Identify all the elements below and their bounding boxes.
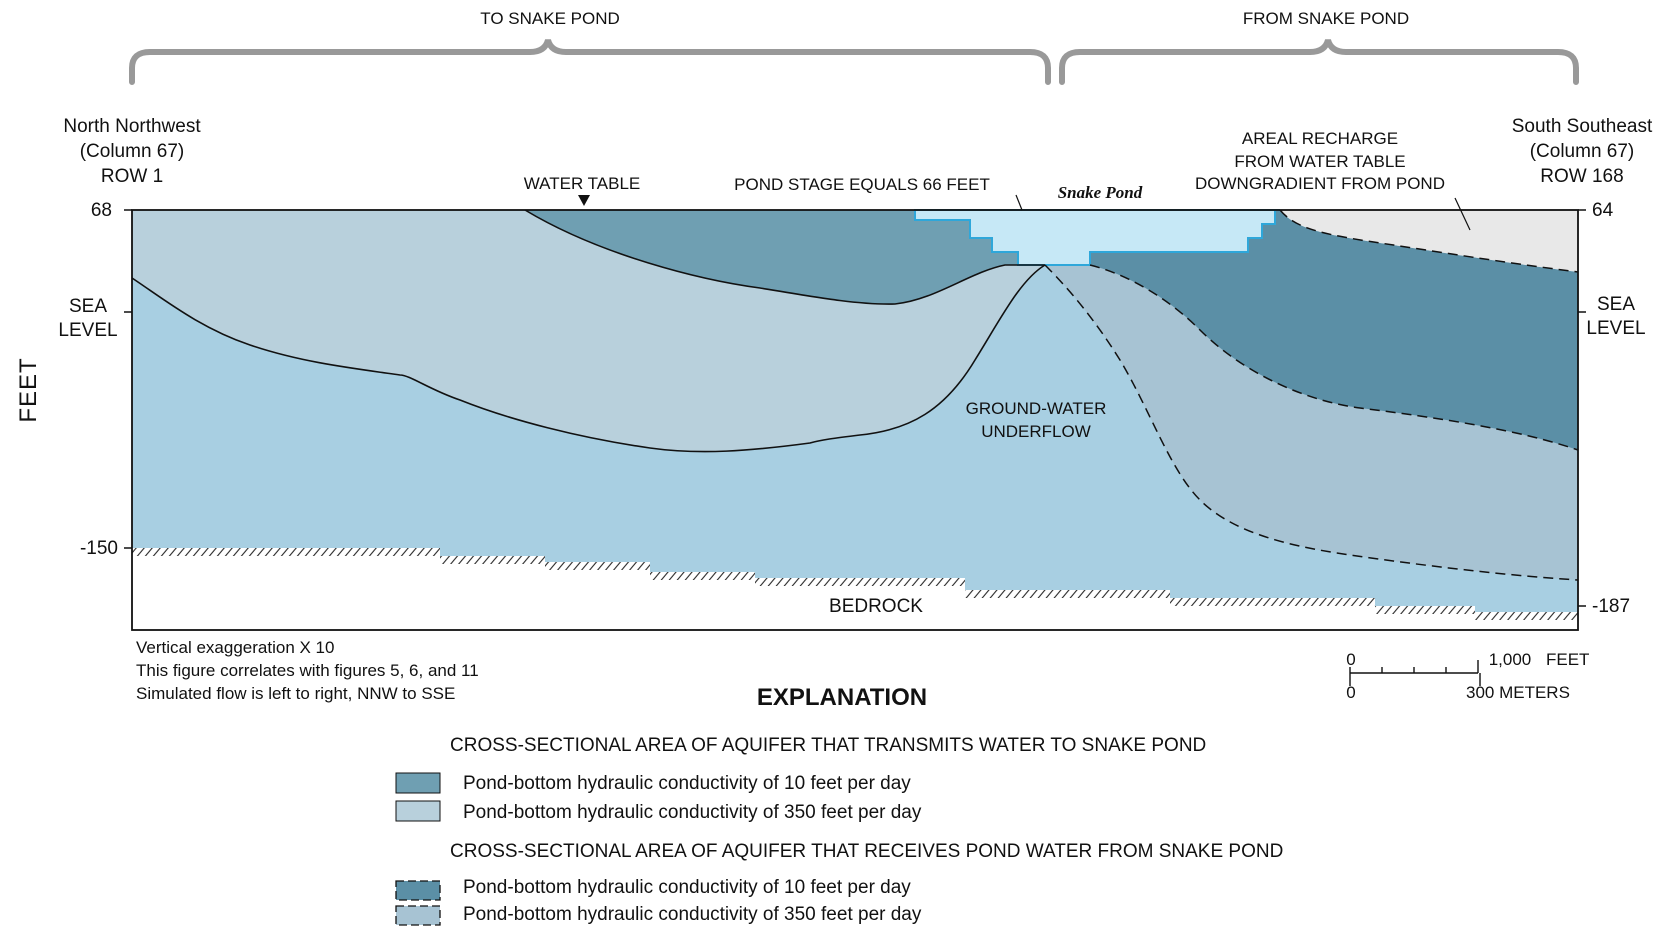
areal-recharge-label-3: DOWNGRADIENT FROM POND <box>1195 174 1445 193</box>
bracket-label-from-snake-pond: FROM SNAKE POND <box>1243 9 1409 28</box>
legend-swatch-from-pond-k350 <box>395 905 441 926</box>
legend-swatch-to-pond-k350 <box>395 800 441 822</box>
bracket-from-snake-pond <box>1059 39 1579 85</box>
flow-divide-line-to-pond <box>131 264 1046 453</box>
right-axis-top-value: 64 <box>1592 200 1614 221</box>
bedrock-area <box>132 548 1578 630</box>
pond-stage-label: POND STAGE EQUALS 66 FEET <box>734 175 990 194</box>
left-axis-bottom-value: -150 <box>80 538 118 559</box>
right-end-column: (Column 67) <box>1530 141 1635 162</box>
explanation-title: EXPLANATION <box>757 684 927 711</box>
scale-meters-value: 300 METERS <box>1466 683 1570 702</box>
from-pond-k350-area <box>1045 265 1578 580</box>
left-axis-top-value: 68 <box>91 200 112 221</box>
left-end-direction: North Northwest <box>63 116 201 137</box>
left-end-row: ROW 1 <box>101 166 163 187</box>
scale-bar: 0 1,000 FEET 0 300 METERS <box>1346 650 1589 702</box>
bedrock-hatch <box>132 548 1578 620</box>
pond-stage-leader <box>1015 194 1023 211</box>
scale-feet-value: 1,000 <box>1489 650 1532 669</box>
legend-label-from-pond-k350: Pond-bottom hydraulic conductivity of 35… <box>463 904 922 925</box>
left-axis-sea-level-1: SEA <box>69 296 107 317</box>
scale-meters-zero: 0 <box>1346 683 1355 702</box>
right-axis-sea-level-1: SEA <box>1597 294 1635 315</box>
scale-feet-zero: 0 <box>1346 650 1355 669</box>
left-axis-title: FEET <box>15 357 42 422</box>
areal-recharge-leader <box>1454 197 1471 231</box>
legend-swatch-to-pond-k10 <box>395 772 441 794</box>
right-axis-bottom-value: -187 <box>1592 596 1630 617</box>
legend-label-from-pond-k10: Pond-bottom hydraulic conductivity of 10… <box>463 877 911 898</box>
underflow-label-2: UNDERFLOW <box>981 422 1091 441</box>
right-axis-sea-level-2: LEVEL <box>1586 318 1645 339</box>
water-table-label: WATER TABLE <box>524 174 641 193</box>
flow-divide-line-from-pond-k350 <box>1044 264 1579 581</box>
from-pond-k10-area <box>1090 210 1578 450</box>
cross-section-body <box>132 209 1578 630</box>
explanation-section1-title: CROSS-SECTIONAL AREA OF AQUIFER THAT TRA… <box>450 735 1206 756</box>
areal-recharge-label-1: AREAL RECHARGE <box>1242 129 1398 148</box>
to-pond-k350-area <box>132 210 1045 452</box>
right-end-row: ROW 168 <box>1540 166 1623 187</box>
scale-feet-unit: FEET <box>1546 650 1589 669</box>
legend-label-to-pond-k350: Pond-bottom hydraulic conductivity of 35… <box>463 802 922 823</box>
note-figure-correlation: This figure correlates with figures 5, 6… <box>136 661 479 680</box>
bedrock-label: BEDROCK <box>829 596 923 617</box>
bracket-to-snake-pond <box>129 39 1051 85</box>
flow-divide-line-from-pond-k10 <box>1089 264 1579 451</box>
snake-pond-label: Snake Pond <box>1058 183 1143 202</box>
right-end-direction: South Southeast <box>1512 116 1653 137</box>
note-flow-direction: Simulated flow is left to right, NNW to … <box>136 684 455 703</box>
left-axis-sea-level-2: LEVEL <box>58 320 117 341</box>
underflow-label-1: GROUND-WATER <box>966 399 1107 418</box>
areal-recharge-area <box>1280 210 1578 272</box>
water-table-marker-icon <box>578 195 590 206</box>
to-pond-k10-area <box>525 210 1018 305</box>
explanation-section2-title: CROSS-SECTIONAL AREA OF AQUIFER THAT REC… <box>450 841 1283 862</box>
note-vertical-exaggeration: Vertical exaggeration X 10 <box>136 638 334 657</box>
cross-section-frame <box>131 209 1579 631</box>
left-end-column: (Column 67) <box>80 141 185 162</box>
water-table-line <box>524 209 1045 305</box>
areal-recharge-label-2: FROM WATER TABLE <box>1234 152 1405 171</box>
recharge-boundary-line <box>1279 209 1579 273</box>
snake-pond-water <box>914 209 1280 266</box>
legend-label-to-pond-k10: Pond-bottom hydraulic conductivity of 10… <box>463 773 911 794</box>
legend-swatch-from-pond-k10 <box>395 880 441 901</box>
bracket-label-to-snake-pond: TO SNAKE POND <box>480 9 620 28</box>
